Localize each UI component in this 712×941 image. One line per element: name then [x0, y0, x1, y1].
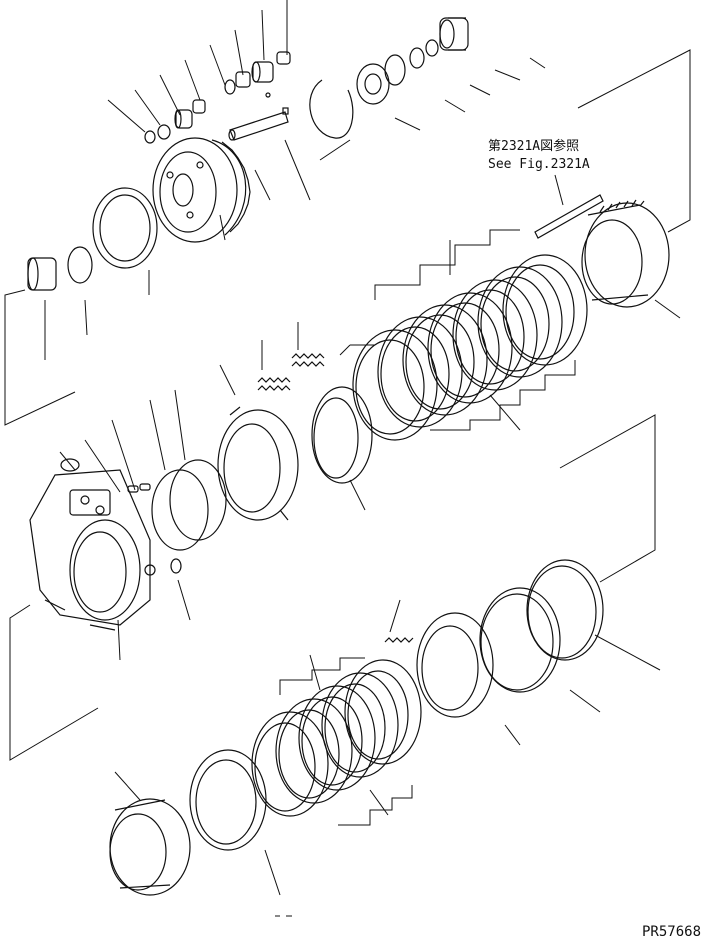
upper-clutch-pack	[311, 254, 588, 484]
clutch-housing	[29, 469, 182, 631]
springs-upper	[257, 353, 325, 391]
top-gear	[439, 17, 469, 51]
leader-lines	[4, 0, 691, 917]
lower-clutch-pack	[251, 659, 422, 817]
ring-gear-upper	[581, 199, 670, 308]
reference-english: See Fig.2321A	[488, 157, 590, 172]
figure-code: PR57668	[642, 924, 701, 940]
wave-plate-lower	[189, 749, 267, 851]
long-pin	[534, 194, 604, 239]
piston-lower	[384, 612, 494, 718]
top-rings	[309, 39, 439, 139]
piston-upper	[217, 406, 299, 521]
reference-japanese: 第2321A図参照	[488, 138, 579, 154]
seal-rings-lower	[479, 559, 604, 693]
reference-note: 第2321A図参照 See Fig.2321A	[488, 138, 590, 172]
seal-rings-mid	[60, 458, 227, 551]
ring-gear-lower	[109, 798, 191, 896]
top-fasteners	[144, 51, 291, 144]
planet-carrier	[152, 137, 251, 243]
left-gear	[27, 187, 158, 291]
